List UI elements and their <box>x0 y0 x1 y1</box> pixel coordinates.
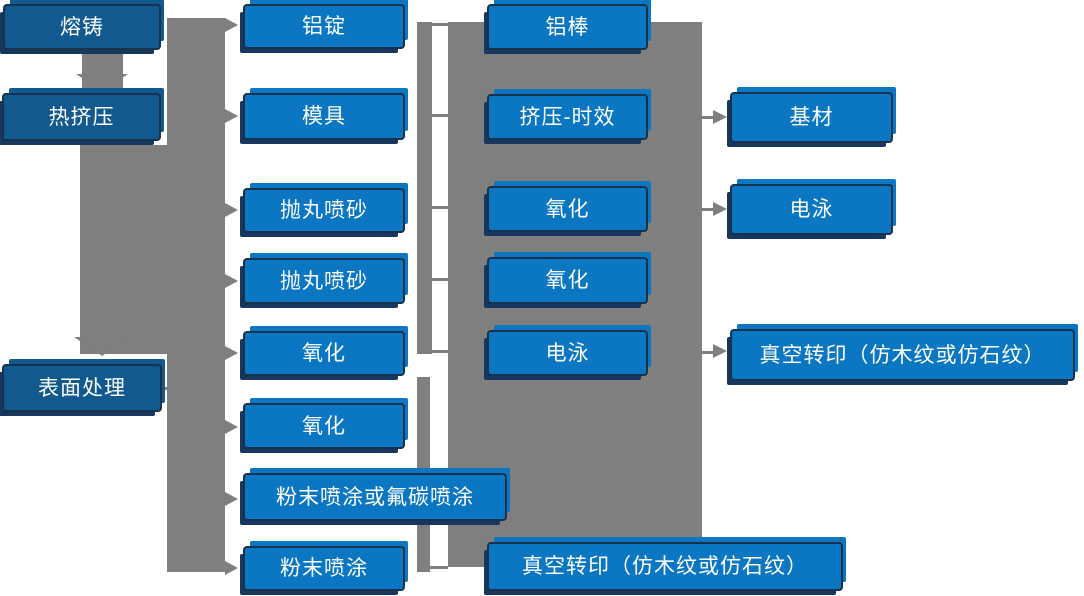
stem-to-base-material <box>702 116 713 119</box>
arrow-to-electrophoresis-2 <box>713 202 727 216</box>
node-melting: 熔铸 <box>3 4 161 50</box>
node-surface-treatment: 表面处理 <box>2 364 162 412</box>
node-shot-blasting-2: 抛丸喷砂 <box>243 258 405 304</box>
node-oxidation-4: 氧化 <box>487 257 648 304</box>
node-electrophoresis-2: 电泳 <box>730 184 893 235</box>
bracket-tick-vacuum-transfer <box>430 566 448 569</box>
arrow-to-base-material <box>713 110 727 124</box>
node-electrophoresis-1: 电泳 <box>487 330 648 376</box>
bracket-tick-oxidation-4 <box>432 278 448 281</box>
node-mold: 模具 <box>243 93 405 140</box>
node-hot-extrusion: 热挤压 <box>2 93 161 141</box>
arrow-down-melting-to-hot-extrusion <box>76 74 128 91</box>
surface-treatment-stub <box>162 387 170 390</box>
stem-to-electrophoresis-2 <box>702 208 713 211</box>
arrow-to-powder-or-fluorocarbon <box>225 492 238 506</box>
node-powder-or-fluorocarbon: 粉末喷涂或氟碳喷涂 <box>243 473 507 521</box>
node-vacuum-transfer-right: 真空转印（仿木纹或仿石纹） <box>730 329 1075 381</box>
bracket-tick-oxidation-3 <box>432 206 448 209</box>
arrow-to-shot-blasting-1 <box>225 203 238 217</box>
arrow-to-mold <box>225 109 238 123</box>
stem-to-vacuum-transfer-right <box>702 351 713 354</box>
node-aluminum-ingot: 铝锭 <box>243 4 405 49</box>
arrow-down-to-surface-treatment <box>74 337 130 356</box>
node-oxidation-2: 氧化 <box>243 403 405 449</box>
arrow-to-vacuum-transfer-right <box>713 344 727 358</box>
bracket-tick-extrusion-aging <box>432 114 448 117</box>
bracket-tick-aluminum-rod <box>432 23 448 26</box>
node-oxidation-3: 氧化 <box>487 186 648 232</box>
node-aluminum-rod: 铝棒 <box>487 4 648 50</box>
node-powder-coating: 粉末喷涂 <box>243 546 405 591</box>
node-oxidation-1: 氧化 <box>243 331 405 376</box>
arrow-to-shot-blasting-2 <box>225 274 238 288</box>
arrow-to-powder-coating <box>225 561 238 575</box>
arrow-to-oxidation-2 <box>225 420 238 434</box>
arrow-to-aluminum-ingot <box>225 18 238 32</box>
node-extrusion-aging: 挤压-时效 <box>487 94 648 140</box>
node-base-material: 基材 <box>730 92 893 143</box>
arrow-to-oxidation-1 <box>225 346 238 360</box>
bracket-tick-electrophoresis <box>432 350 448 353</box>
node-vacuum-transfer-bottom: 真空转印（仿木纹或仿石纹） <box>487 542 843 591</box>
trunk-vertical-bar-right <box>167 18 225 572</box>
middle-bracket-bar-upper <box>417 22 432 354</box>
node-shot-blasting-1: 抛丸喷砂 <box>243 188 405 233</box>
